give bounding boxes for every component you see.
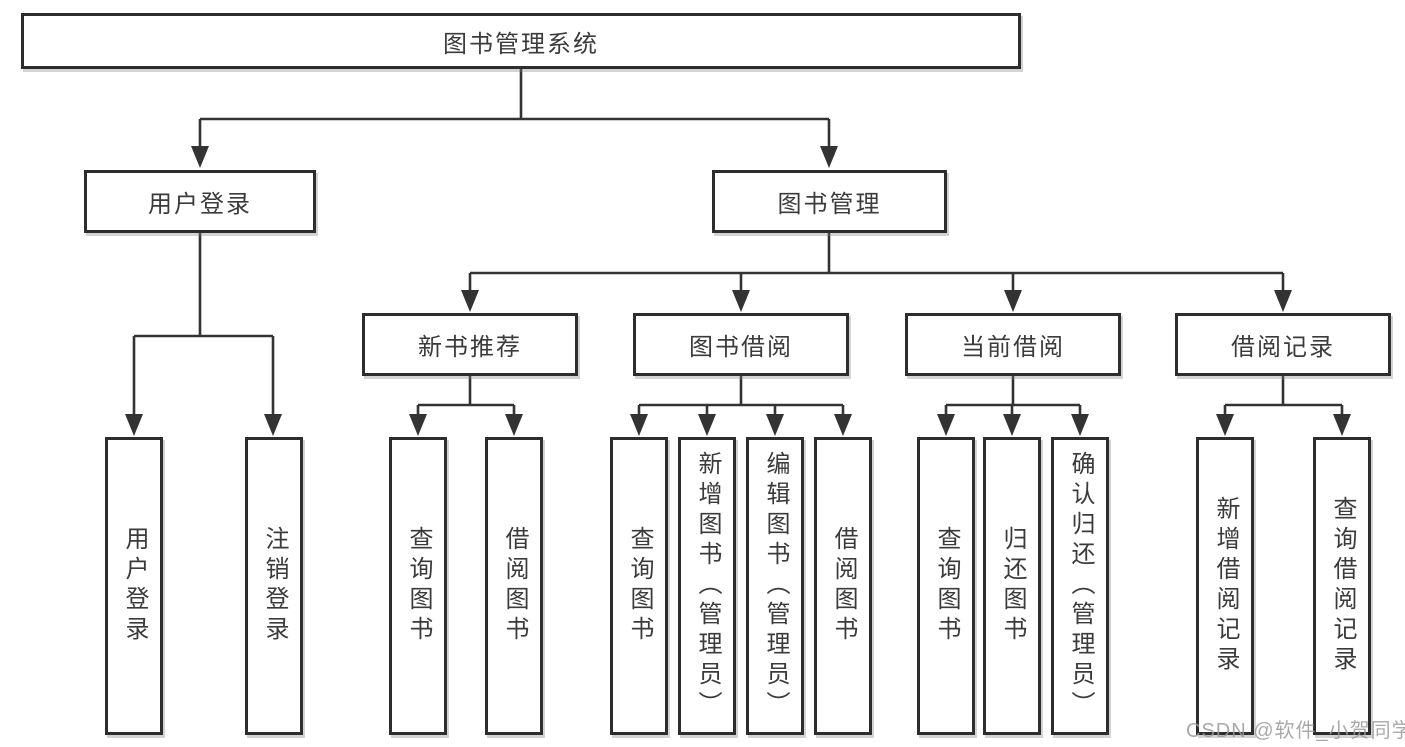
node-label: 借阅记录: [1231, 334, 1335, 361]
node-label: 用户登录: [148, 191, 252, 218]
leaf-confirm-return-admin: 确认归还（管理员）: [1051, 437, 1109, 735]
node-label: 查询图书: [626, 526, 653, 646]
node-borrow-records: 借阅记录: [1175, 313, 1391, 376]
node-book-management: 图书管理: [712, 170, 947, 233]
leaf-user-login: 用户登录: [105, 437, 163, 735]
node-current-borrow: 当前借阅: [905, 313, 1121, 376]
node-label: 注销登录: [261, 526, 288, 646]
leaf-query-books-current: 查询图书: [917, 437, 975, 735]
node-label: 归还图书: [999, 526, 1026, 646]
node-label: 当前借阅: [961, 334, 1065, 361]
node-label: 图书管理系统: [443, 30, 599, 58]
node-book-borrow: 图书借阅: [633, 313, 849, 376]
node-label: 新书推荐: [418, 334, 522, 361]
node-user-login: 用户登录: [84, 170, 316, 233]
watermark: CSDN @软件_小贺同学: [1186, 720, 1405, 742]
node-label: 确认归还（管理员）: [1067, 451, 1094, 721]
node-label: 借阅图书: [830, 526, 857, 646]
leaf-query-borrow-record: 查询借阅记录: [1313, 437, 1371, 735]
leaf-add-book-admin: 新增图书（管理员）: [678, 437, 736, 735]
node-label: 新增图书（管理员）: [694, 451, 721, 721]
node-label: 查询图书: [405, 526, 432, 646]
node-label: 查询借阅记录: [1329, 496, 1356, 676]
node-library-system: 图书管理系统: [21, 13, 1021, 69]
leaf-return-book: 归还图书: [983, 437, 1041, 735]
node-label: 图书管理: [777, 191, 882, 218]
node-label: 图书借阅: [689, 334, 793, 361]
node-label: 查询图书: [933, 526, 960, 646]
node-label: 新增借阅记录: [1212, 496, 1239, 676]
leaf-borrow-books-borrow: 借阅图书: [814, 437, 872, 735]
node-label: 用户登录: [121, 526, 148, 646]
leaf-query-books-borrow: 查询图书: [610, 437, 668, 735]
leaf-query-books-recommend: 查询图书: [389, 437, 447, 735]
leaf-borrow-books-recommend: 借阅图书: [485, 437, 543, 735]
node-new-book-recommend: 新书推荐: [362, 313, 578, 376]
leaf-logout: 注销登录: [245, 437, 303, 735]
leaf-add-borrow-record: 新增借阅记录: [1196, 437, 1254, 735]
leaf-edit-book-admin: 编辑图书（管理员）: [746, 437, 804, 735]
node-label: 编辑图书（管理员）: [762, 451, 789, 721]
node-label: 借阅图书: [501, 526, 528, 646]
